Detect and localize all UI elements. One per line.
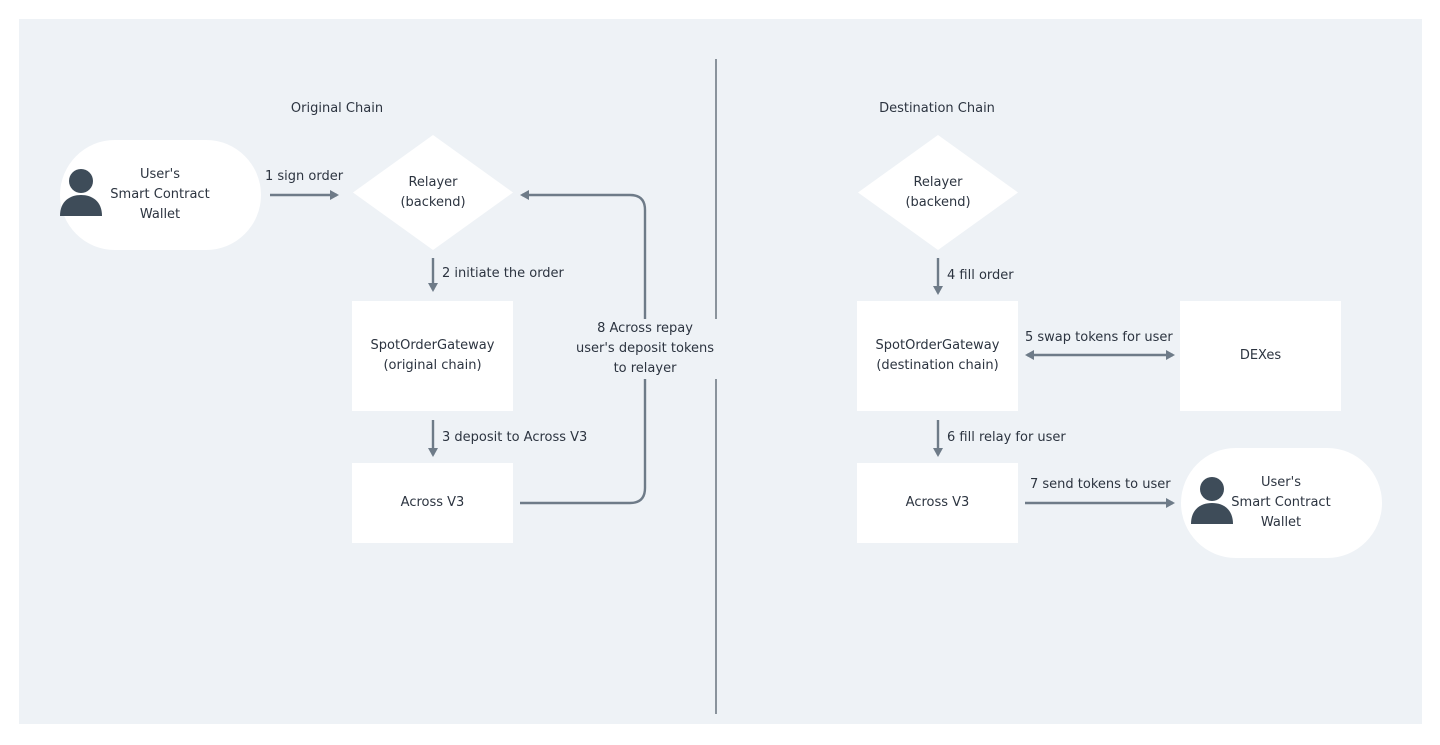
gateway-node-right: SpotOrderGateway (destination chain) xyxy=(857,301,1018,411)
edge-1-label: 1 sign order xyxy=(265,169,344,184)
user-wallet-label-right: User's Smart Contract Wallet xyxy=(1231,475,1331,530)
chain-divider xyxy=(715,59,717,714)
across-label-right: Across V3 xyxy=(905,495,970,510)
gateway-label-left: SpotOrderGateway (original chain) xyxy=(370,338,495,373)
user-silhouette-icon xyxy=(1191,477,1233,524)
user-wallet-node-left: User's Smart Contract Wallet xyxy=(60,140,261,250)
dexes-node: DEXes xyxy=(1180,301,1341,411)
relayer-diamond-shape-right xyxy=(858,135,1018,250)
edge-3-label: 3 deposit to Across V3 xyxy=(442,430,588,445)
destination-chain-title: Destination Chain xyxy=(879,101,995,116)
gateway-label-right: SpotOrderGateway (destination chain) xyxy=(875,338,1000,373)
edge-4-label: 4 fill order xyxy=(947,268,1014,283)
across-node-left: Across V3 xyxy=(352,463,513,543)
relayer-node-right: Relayer (backend) xyxy=(858,135,1018,250)
across-node-right: Across V3 xyxy=(857,463,1018,543)
edge-6-label: 6 fill relay for user xyxy=(947,430,1066,445)
dexes-label: DEXes xyxy=(1239,348,1282,363)
user-wallet-node-right: User's Smart Contract Wallet xyxy=(1181,448,1382,558)
original-chain-title: Original Chain xyxy=(290,101,384,116)
user-wallet-label-left: User's Smart Contract Wallet xyxy=(110,167,210,222)
relayer-label-right: Relayer (backend) xyxy=(905,174,971,210)
edge-2-label: 2 initiate the order xyxy=(442,266,564,281)
edge-5-label: 5 swap tokens for user xyxy=(1025,330,1173,345)
edge-8-label: 8 Across repay user's deposit tokens to … xyxy=(572,319,718,379)
gateway-node-left: SpotOrderGateway (original chain) xyxy=(352,301,513,411)
user-silhouette-icon xyxy=(60,169,102,216)
across-label-left: Across V3 xyxy=(400,495,465,510)
relayer-label-left: Relayer (backend) xyxy=(400,174,466,210)
relayer-node-left: Relayer (backend) xyxy=(353,135,513,250)
edge-7-label: 7 send tokens to user xyxy=(1030,477,1171,492)
relayer-diamond-shape-left xyxy=(353,135,513,250)
